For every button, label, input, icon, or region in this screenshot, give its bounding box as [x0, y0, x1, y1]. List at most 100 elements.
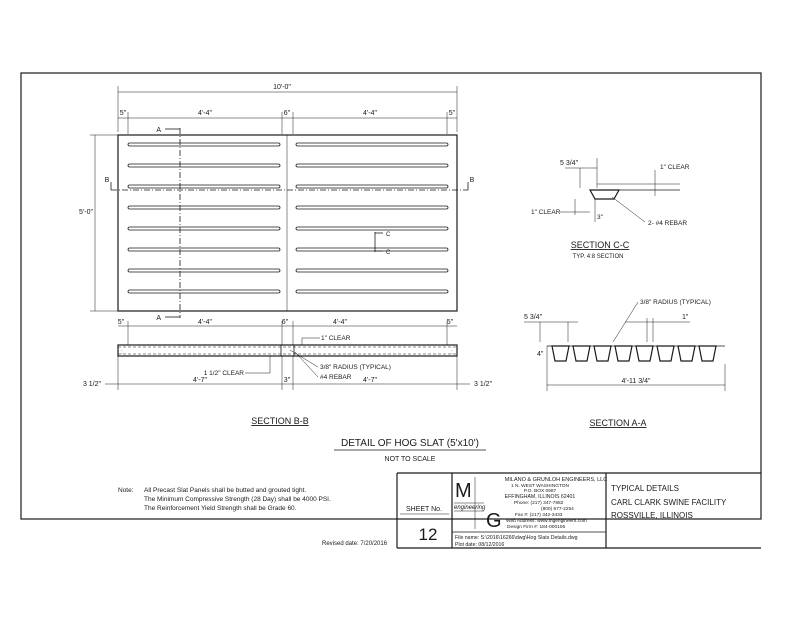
project-name: CARL CLARK SWINE FACILITY [611, 498, 727, 507]
secc-clear-top: 1" CLEAR [660, 164, 690, 171]
dim-overall-width: 10'-0" [273, 84, 291, 91]
logo-word: engineering [454, 505, 486, 511]
seca-depth: 4" [537, 351, 544, 358]
secb-dim-left-panel: 4'-4" [198, 319, 212, 326]
dim-center-gap: 6" [284, 110, 291, 117]
seca-total: 4'-11 3/4" [622, 378, 652, 385]
dim-height: 5'-0" [79, 209, 93, 216]
secb-radius: 3/8" RADIUS (TYPICAL) [320, 364, 391, 371]
seca-slat [551, 345, 570, 362]
notes-label: Note: [118, 487, 134, 494]
slat-slot [295, 205, 449, 210]
secb-dim-bottom-right: 3 1/2" [474, 381, 493, 388]
company-logo: M engineering G [454, 477, 502, 532]
seca-title: SECTION A-A [589, 418, 646, 428]
seca-slat [593, 345, 612, 362]
cut-c-label-2: C [386, 250, 391, 256]
revised-date: Revised date: 7/20/2016 [322, 541, 388, 547]
seca-slat [698, 345, 717, 362]
seca-slat [614, 345, 633, 362]
cut-a-bottom-label: A [156, 315, 161, 322]
slat-slot [127, 226, 281, 231]
notes-line-3: The Reinforcement Yield Strength shall b… [144, 505, 297, 512]
firm-fax: Fax #: (217) 342-3433 [515, 512, 563, 518]
svg-text::: : [121, 350, 123, 356]
slat-slots [127, 142, 449, 294]
secb-title: SECTION B-B [251, 416, 309, 426]
secb-clear-112: 1 1/2" CLEAR [204, 370, 245, 377]
dim-right-edge: 5" [449, 110, 456, 117]
seca-slat [572, 345, 591, 362]
section-a-a: 3/8" RADIUS (TYPICAL) 5 3/4" 1" 4" 4'-11… [524, 299, 726, 428]
secb-dim-bottom-right-panel: 4'-7" [363, 377, 377, 384]
dim-left-edge: 5" [120, 110, 127, 117]
section-b-b: 5" 4'-4" 6" 4'-4" 5" : : 1" CLEAR 3/8" R… [83, 319, 493, 426]
notes-line-1: All Precast Slat Panels shall be butted … [144, 487, 306, 494]
seca-slat [677, 345, 696, 362]
svg-text::: : [451, 350, 453, 356]
slat-slot [127, 184, 281, 189]
firm-design-number: Design Firm #: 184-000106 [507, 524, 565, 530]
seca-radius: 3/8" RADIUS (TYPICAL) [640, 299, 711, 306]
title-block: SHEET No. 12 M engineering G MILANO & GR… [396, 472, 761, 549]
slat-slot [295, 142, 449, 147]
slat-slot [295, 247, 449, 252]
slat-slot [295, 268, 449, 273]
secc-clear-left: 1" CLEAR [531, 209, 561, 216]
firm-phone: Phone: (217) 347-7882 [514, 500, 564, 506]
plan-view: 10'-0" 5" 4'-4" 6" 4'-4" 5" 5'-0" A A B … [79, 84, 475, 322]
seca-gap: 1" [682, 314, 689, 321]
detail-title: DETAIL OF HOG SLAT (5'x10') [341, 438, 479, 449]
notes-line-2: The Minimum Compressive Strength (28 Day… [144, 496, 331, 503]
secc-width: 5 3/4" [560, 160, 579, 167]
secb-dim-left-edge: 5" [118, 319, 125, 326]
dim-left-panel: 4'-4" [198, 110, 212, 117]
secb-dim-right-edge: 5" [447, 319, 454, 326]
secb-dim-bottom-center: 3" [284, 377, 291, 384]
slat-slot [295, 163, 449, 168]
seca-slat [656, 345, 675, 362]
firm-name: MILANO & GRUNLOH ENGINEERS, LLC [505, 477, 607, 483]
firm-address-1: 1 N. WEST WASHINGTON [511, 483, 570, 489]
firm-phone-2: (800) 677-2254 [541, 506, 574, 512]
file-name: File name: S:\2016\16266\dwg\Hog Slats D… [455, 535, 578, 541]
slat-slot [127, 247, 281, 252]
secb-slab [117, 344, 458, 357]
secb-dim-center: 6" [282, 319, 289, 326]
project-location: ROSSVILLE, ILLINOIS [611, 511, 693, 520]
secc-rebar: 2- #4 REBAR [648, 220, 687, 227]
sheet-label: SHEET No. [406, 506, 442, 513]
secb-dim-bottom-left-panel: 4'-7" [193, 377, 207, 384]
sheet-number: 12 [419, 525, 438, 544]
dim-right-panel: 4'-4" [363, 110, 377, 117]
logo-m: M [455, 480, 472, 502]
firm-address-2: P.O. BOX 0687 [524, 488, 557, 494]
slat-slot [295, 289, 449, 294]
firm-web: Web Address: www.mgengineers.com [506, 518, 587, 524]
secb-clear-1: 1" CLEAR [321, 335, 351, 342]
slat-panel-outline [117, 134, 458, 312]
slat-slot [127, 163, 281, 168]
plot-date: Plot date: 08/12/2016 [455, 542, 504, 548]
secb-dim-right-panel: 4'-4" [333, 319, 347, 326]
secc-slat [588, 189, 621, 200]
logo-g: G [486, 510, 502, 532]
firm-city: EFFINGHAM, ILLINOIS 62401 [505, 494, 576, 500]
cut-b-left-label: B [105, 177, 110, 184]
secc-title: SECTION C-C [571, 240, 630, 250]
cut-b-right-label: B [470, 177, 475, 184]
slat-slot [127, 142, 281, 147]
sheet-border [20, 72, 762, 520]
seca-slat-width: 5 3/4" [524, 314, 543, 321]
secb-dim-bottom-left: 3 1/2" [83, 381, 102, 388]
slat-slot [127, 205, 281, 210]
detail-scale: NOT TO SCALE [385, 456, 436, 463]
secb-rebar: #4 REBAR [320, 374, 352, 381]
slat-slot [295, 226, 449, 231]
cut-c-label-1: C [386, 232, 391, 238]
drawing-title: TYPICAL DETAILS [611, 484, 679, 493]
slat-slot [127, 289, 281, 294]
slat-slot [127, 268, 281, 273]
seca-slat [635, 345, 654, 362]
